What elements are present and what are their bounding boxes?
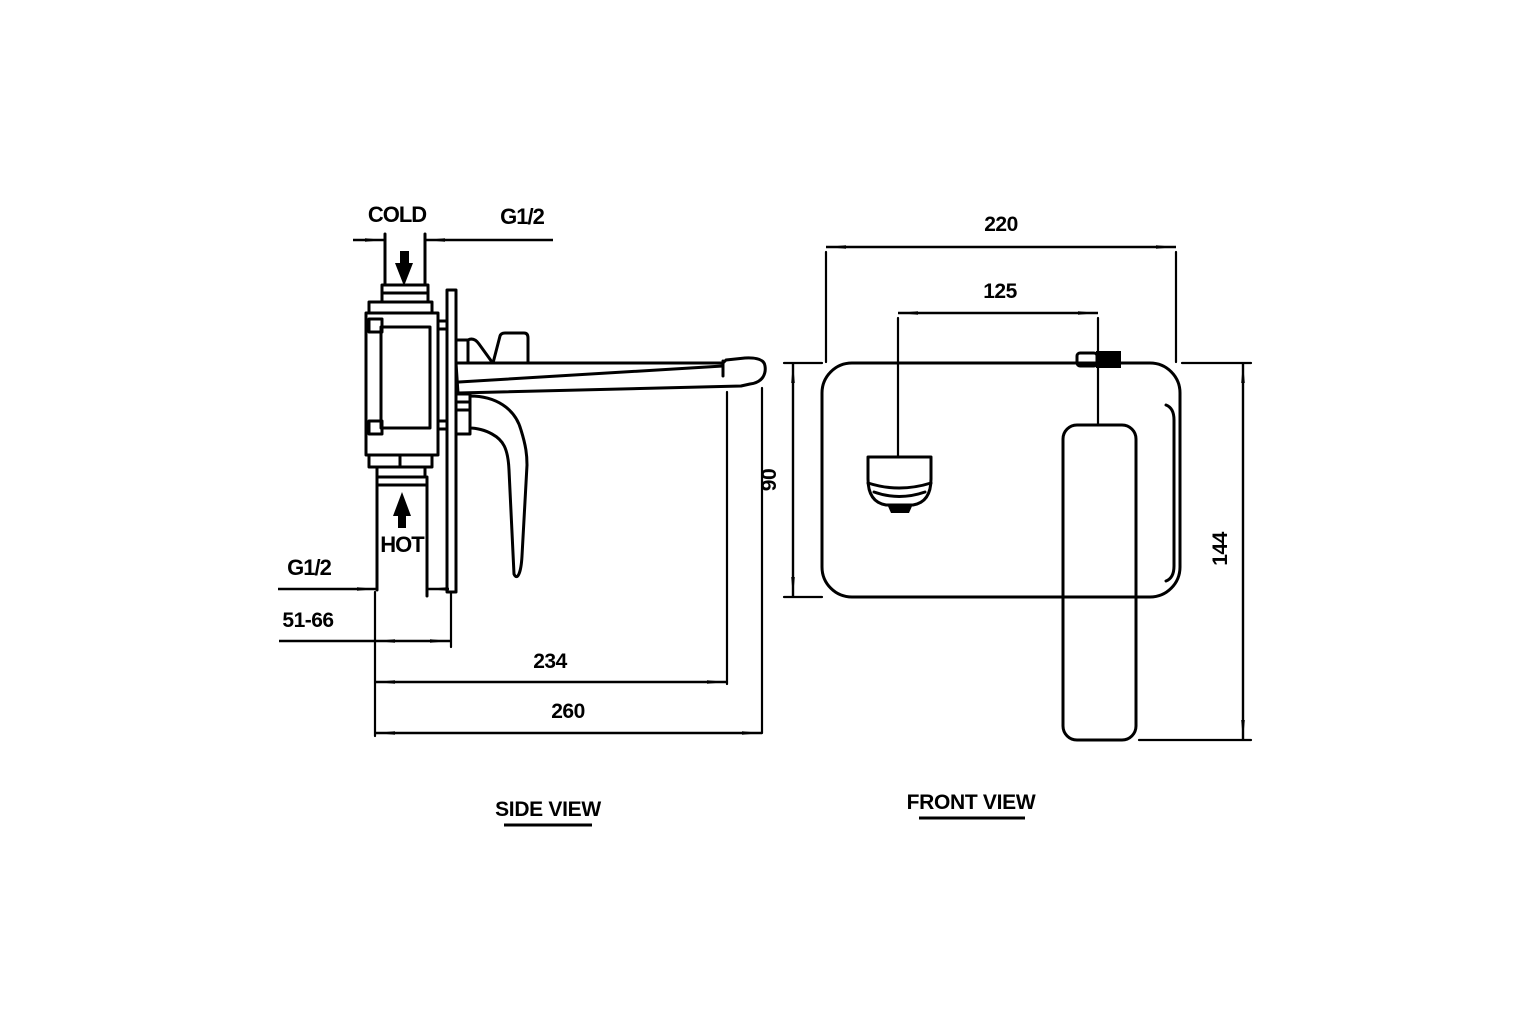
spout-front [866, 455, 933, 513]
side-view: HOT COLD G1/2 [278, 202, 767, 827]
front-plate [820, 361, 1182, 599]
overall-height-label: 144 [1209, 531, 1232, 565]
lever-handle-side-profile [454, 392, 529, 579]
dim-90: 90 [758, 361, 824, 599]
wall-depth-label: 51-66 [282, 609, 333, 632]
front-view: 220 125 90 144 FRONT VIEW [758, 213, 1253, 820]
wall-flange-plate-side [445, 288, 458, 594]
dim-51-66: 51-66 [279, 590, 453, 649]
plate-width-label: 220 [984, 213, 1018, 236]
front-view-title: FRONT VIEW [907, 791, 1036, 820]
front-view-title-text: FRONT VIEW [907, 791, 1036, 814]
hot-label: HOT [380, 532, 425, 557]
cold-thread-label: G1/2 [500, 204, 544, 229]
spout-base-side [454, 331, 530, 365]
lever-handle-front [1061, 423, 1138, 742]
hot-thread-label: G1/2 [287, 555, 331, 580]
cold-flow-arrow [395, 251, 413, 286]
spout-side-profile [454, 356, 767, 395]
dim-144: 144 [1137, 361, 1253, 742]
spout-reach-label: 234 [533, 650, 567, 673]
side-view-title-text: SIDE VIEW [495, 798, 601, 821]
dim-cold-g12: COLD G1/2 [353, 202, 553, 242]
plate-height-label: 90 [758, 469, 781, 491]
dim-260: 260 [375, 700, 762, 735]
overall-depth-label: 260 [551, 700, 585, 723]
dim-234: 234 [375, 650, 727, 684]
hot-inlet-pipe [375, 475, 429, 598]
cold-label: COLD [368, 202, 426, 227]
side-view-title: SIDE VIEW [495, 798, 602, 827]
plate-edge-contour [1164, 403, 1176, 583]
dim-220: 220 [824, 213, 1178, 364]
valve-body [364, 300, 449, 479]
dim-125: 125 [896, 280, 1100, 458]
spout-to-handle-label: 125 [983, 280, 1017, 303]
hot-flow-arrow [393, 492, 411, 528]
aerator [887, 504, 913, 513]
dim-hot-g12: G1/2 [278, 555, 449, 591]
